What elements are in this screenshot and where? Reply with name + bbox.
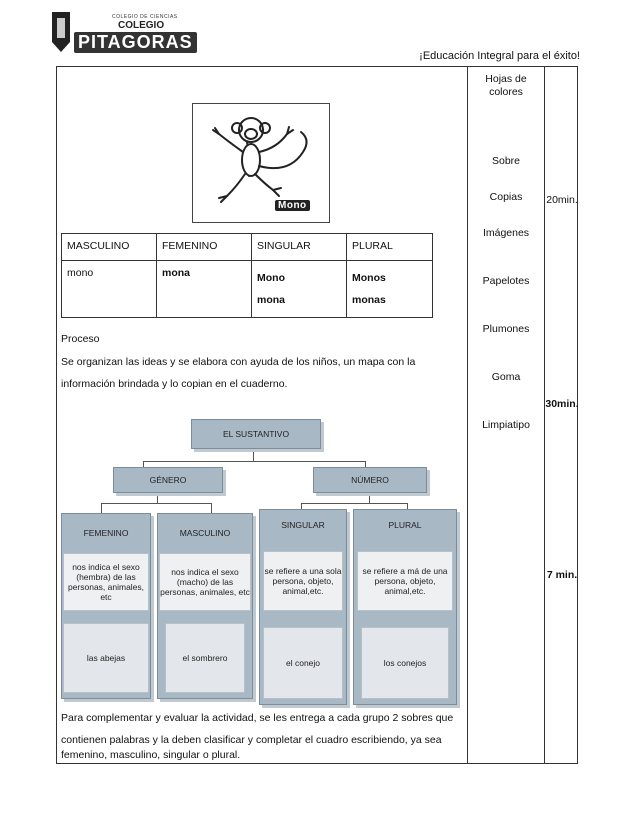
- cell-word: Mono: [257, 272, 285, 284]
- material-item: Imágenes: [468, 227, 544, 240]
- material-item: Sobre: [468, 155, 544, 168]
- cell-word: mona: [162, 267, 190, 279]
- material-item: Hojas de colores: [476, 73, 536, 99]
- node-singular-example: el conejo: [263, 627, 343, 699]
- column-header: SINGULAR: [252, 234, 347, 261]
- paragraph-line: Para complementar y evaluar la actividad…: [61, 707, 461, 729]
- node-singular-desc: se refiere a una sola persona, objeto, a…: [263, 551, 343, 611]
- node-plural-desc: se refiere a má de una persona, objeto, …: [357, 551, 453, 611]
- time-value: 30min.: [545, 398, 579, 410]
- material-item: Copias: [468, 191, 544, 204]
- node-masculino-desc: nos indica el sexo (macho) de las person…: [159, 553, 251, 611]
- node-root: EL SUSTANTIVO: [191, 419, 321, 449]
- column-header: PLURAL: [347, 234, 433, 261]
- shield-icon: [52, 12, 70, 52]
- material-item: Papelotes: [468, 275, 544, 288]
- node-plural-example: los conejos: [361, 627, 449, 699]
- column-divider: [544, 67, 545, 763]
- material-item: Plumones: [468, 323, 544, 336]
- table-cell: Mono mona: [252, 261, 347, 318]
- school-logo: COLEGIO DE CIENCIAS COLEGIO PITAGORAS: [52, 12, 182, 54]
- motto: ¡Educación Integral para el éxito!: [419, 50, 580, 62]
- paragraph-line: información brindada y lo copian en el c…: [61, 373, 461, 395]
- image-label: Mono: [275, 200, 310, 211]
- cell-word: monas: [352, 294, 386, 306]
- paragraph-line: Se organizan las ideas y se elabora con …: [61, 351, 461, 373]
- paragraph-line: femenino, masculino, singular o plural.: [61, 744, 461, 766]
- material-item: Limpiatipo: [468, 419, 544, 432]
- node-genero: GÉNERO: [113, 467, 223, 493]
- column-header: MASCULINO: [62, 234, 157, 261]
- table-row: mono mona Mono mona Monos monas: [62, 261, 433, 318]
- table-header-row: MASCULINO FEMENINO SINGULAR PLURAL: [62, 234, 433, 261]
- cell-word: Monos: [352, 272, 386, 284]
- logo-colegio-text: COLEGIO: [118, 20, 164, 31]
- gender-number-table: MASCULINO FEMENINO SINGULAR PLURAL mono …: [61, 233, 433, 318]
- table-cell: mono: [62, 261, 157, 318]
- time-value: 20min.: [545, 194, 579, 206]
- node-femenino-example: las abejas: [63, 623, 149, 693]
- node-masculino-example: el sombrero: [165, 623, 245, 693]
- section-title: Proceso: [61, 333, 100, 345]
- table-cell: mona: [157, 261, 252, 318]
- cell-word: mona: [257, 294, 285, 306]
- table-cell: Monos monas: [347, 261, 433, 318]
- node-numero: NÚMERO: [313, 467, 427, 493]
- column-divider: [467, 67, 468, 763]
- logo-name: PITAGORAS: [74, 32, 197, 53]
- column-header: FEMENINO: [157, 234, 252, 261]
- material-item: Goma: [468, 371, 544, 384]
- lesson-table: Hojas de colores Sobre Copias Imágenes P…: [56, 66, 578, 764]
- time-value: 7 min.: [545, 569, 579, 581]
- monkey-image: Mono: [192, 103, 330, 223]
- node-femenino-desc: nos indica el sexo (hembra) de las perso…: [63, 553, 149, 611]
